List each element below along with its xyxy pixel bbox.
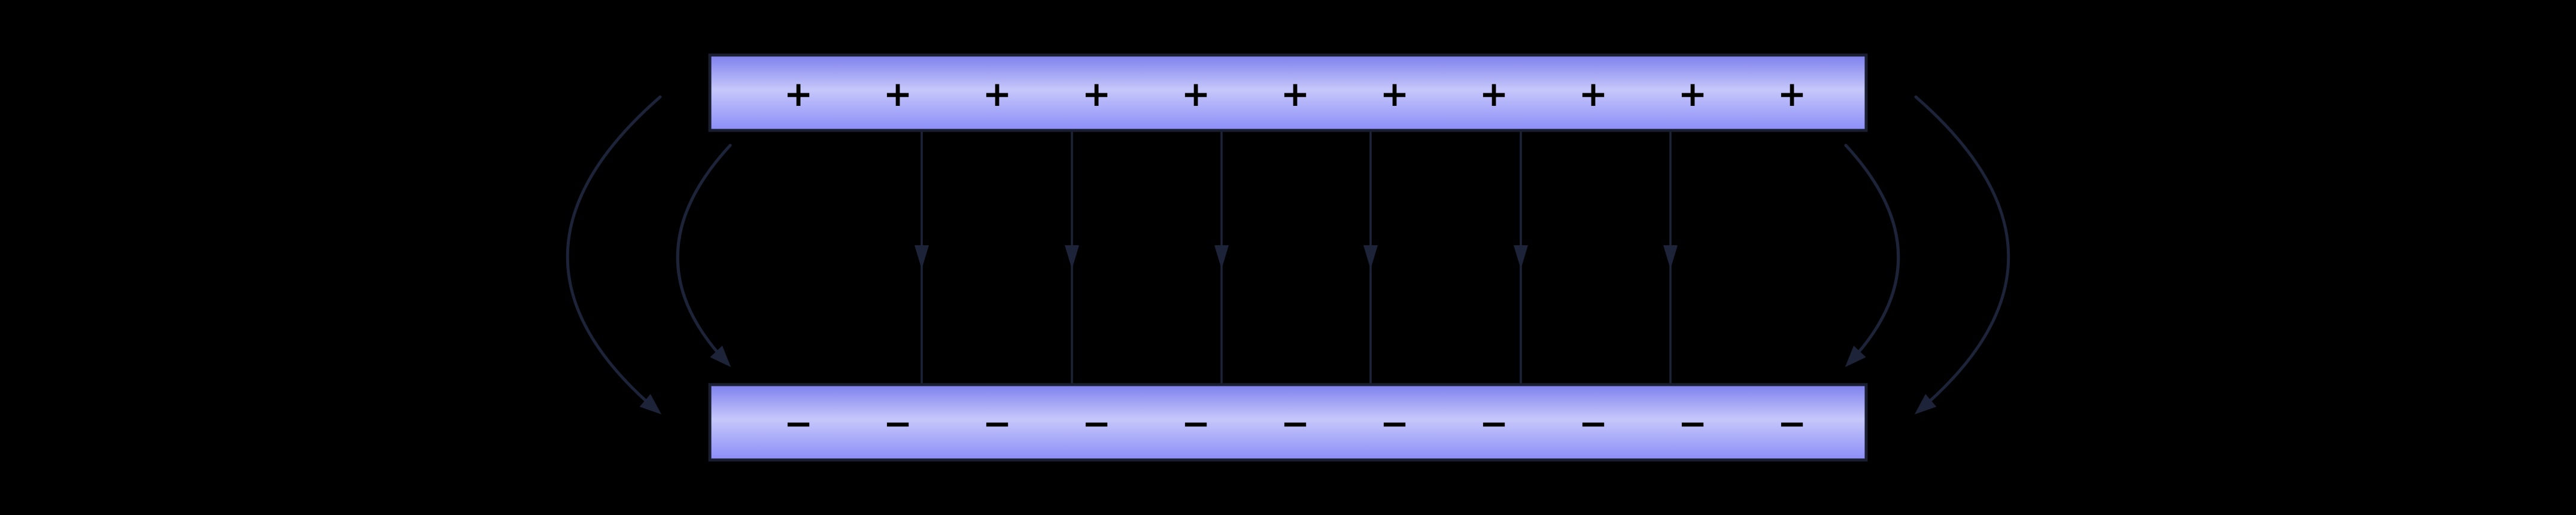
left-outer-fringe-arc [566, 95, 662, 412]
bottom-plate-charge-symbol-1: − [784, 403, 813, 444]
top-plate-charge-symbol-11: + [1778, 74, 1807, 114]
field-line-arrowhead-3 [1214, 245, 1229, 269]
field-line-arrowhead-1 [915, 245, 929, 269]
left-inner-fringe-arc-arrowhead [710, 345, 731, 367]
top-plate-charge-symbol-4: + [1082, 74, 1111, 114]
right-outer-fringe-arc [1914, 95, 2010, 412]
bottom-plate-charge-symbol-8: − [1480, 403, 1509, 444]
bottom-plate [708, 383, 1868, 462]
top-plate-charge-symbol-9: + [1579, 74, 1608, 114]
field-line-arrowhead-2 [1065, 245, 1079, 269]
top-plate [708, 53, 1868, 132]
field-line-arrowhead-5 [1514, 245, 1528, 269]
bottom-plate-charge-symbol-10: − [1678, 403, 1708, 444]
top-plate-charge-symbol-7: + [1380, 74, 1409, 114]
top-plate-charge-symbol-3: + [983, 74, 1012, 114]
left-inner-fringe-arc [676, 144, 732, 364]
top-plate-charge-symbol-6: + [1281, 74, 1310, 114]
bottom-plate-charge-symbol-5: − [1181, 403, 1211, 444]
field-line-arrowhead-6 [1663, 245, 1678, 269]
top-plate-charge-symbol-10: + [1678, 74, 1708, 114]
bottom-plate-charge-symbol-2: − [883, 403, 913, 444]
left-outer-fringe-arc-arrowhead [639, 394, 662, 415]
right-outer-fringe-arc-arrowhead [1914, 394, 1937, 415]
bottom-plate-charge-symbol-3: − [983, 403, 1012, 444]
bottom-plate-charge-symbol-7: − [1380, 403, 1409, 444]
top-plate-charge-symbol-1: + [784, 74, 813, 114]
bottom-plate-charge-symbol-4: − [1082, 403, 1111, 444]
top-plate-charge-symbol-5: + [1181, 74, 1211, 114]
bottom-plate-charge-symbol-11: − [1778, 403, 1807, 444]
bottom-plate-charge-symbol-6: − [1281, 403, 1310, 444]
right-inner-fringe-arc [1844, 144, 1900, 364]
top-plate-charge-symbol-8: + [1480, 74, 1509, 114]
field-line-arrowhead-4 [1363, 245, 1378, 269]
bottom-plate-charge-symbol-9: − [1579, 403, 1608, 444]
right-inner-fringe-arc-arrowhead [1845, 345, 1866, 367]
diagram-root: + + + + + + + + + + + − − − − − − − − − − − [566, 53, 2010, 462]
top-plate-charge-symbol-2: + [883, 74, 913, 114]
